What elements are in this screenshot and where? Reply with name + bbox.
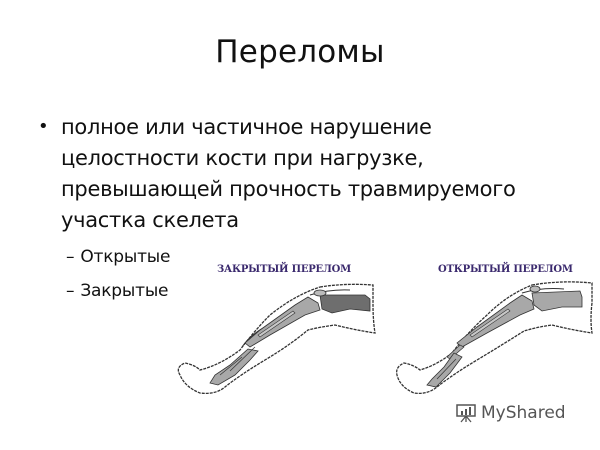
sub-item-label: Открытые — [80, 247, 171, 267]
sub-item-open: –Открытые — [66, 247, 170, 267]
open-fracture-leg-icon — [396, 281, 593, 395]
sub-item-label: Закрытые — [80, 281, 169, 301]
figure-label-closed-fracture: ЗАКРЫТЫЙ ПЕРЕЛОМ — [217, 264, 352, 275]
bullet-marker: • — [38, 116, 49, 137]
presentation-board-icon — [456, 404, 476, 423]
sub-item-marker: – — [66, 247, 75, 267]
sub-item-closed: –Закрытые — [66, 281, 168, 301]
figure-label-open-fracture: ОТКРЫТЫЙ ПЕРЕЛОМ — [438, 264, 573, 275]
slide-title: Переломы — [215, 34, 385, 70]
watermark-text: MyShared — [481, 403, 566, 423]
sub-item-marker: – — [66, 281, 75, 301]
watermark: MyShared — [455, 403, 566, 423]
bullet-text: полное или частичное нарушение целостнос… — [61, 115, 516, 232]
closed-fracture-leg-icon — [177, 283, 376, 395]
